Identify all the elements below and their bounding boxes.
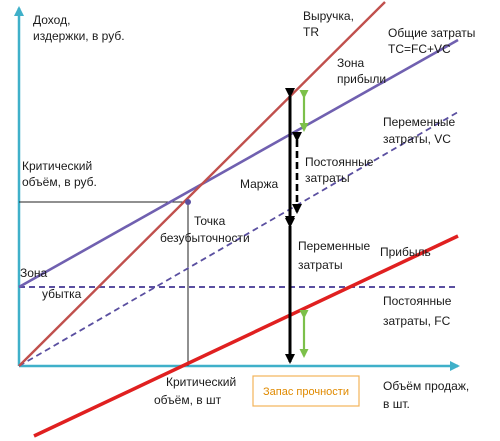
y-axis-label: Доход,издержки, в руб.: [33, 13, 125, 43]
breakeven-point-marker: [185, 199, 191, 205]
margin-label: Маржа: [240, 177, 279, 191]
profit-label: Прибыль: [380, 245, 431, 259]
total-costs-line: [18, 38, 459, 289]
safety-margin-box: [252, 375, 360, 407]
revenue-label: Выручка,TR: [303, 9, 354, 39]
profit-line: [33, 234, 459, 438]
revenue-line: [18, 1, 386, 367]
variable-costs-line: [18, 111, 459, 367]
safety-margin-label: Запас прочности: [263, 386, 349, 398]
x-axis-label: Объём продаж,в шт.: [383, 379, 469, 411]
